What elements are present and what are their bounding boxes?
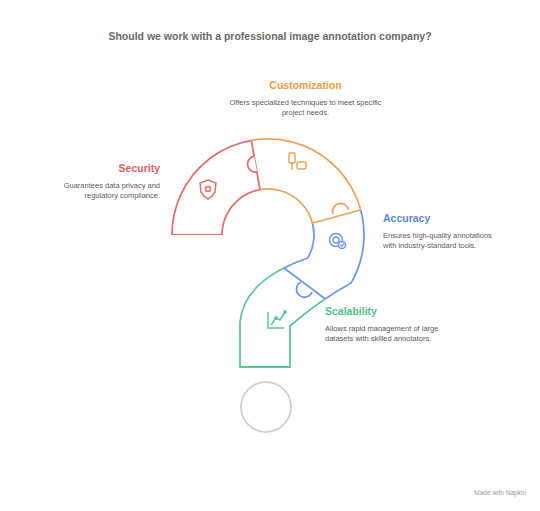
callout-heading: Scalability: [325, 305, 453, 318]
text-callout: ScalabilityAllows rapid management of la…: [325, 305, 453, 343]
text-callout: SecurityGuarantees data privacy and regu…: [34, 162, 160, 200]
text-callout: AccuracyEnsures high-quality annotations…: [383, 212, 501, 250]
piece-joint: [268, 157, 540, 235]
puzzle-tab: [248, 156, 257, 172]
puzzle-tab: [333, 203, 349, 214]
callout-description: Guarantees data privacy and regulatory c…: [34, 181, 160, 200]
diagram-title: Should we work with a professional image…: [0, 30, 540, 42]
question-dot: [241, 382, 291, 432]
callout-description: Offers specialized techniques to meet sp…: [228, 98, 383, 117]
callout-heading: Accuracy: [383, 212, 501, 225]
target-icon: [330, 234, 346, 249]
puzzle-tab: [297, 282, 312, 297]
shield-icon: [200, 180, 216, 199]
callout-description: Ensures high-quality annotations with in…: [383, 231, 501, 250]
watermark: Made with Napkin: [474, 489, 526, 496]
chart-icon: [268, 311, 286, 328]
piece-joint: [276, 262, 340, 310]
brush-icon: [289, 153, 306, 170]
callout-heading: Security: [34, 162, 160, 175]
text-callout: CustomizationOffers specialized techniqu…: [228, 79, 383, 117]
callout-heading: Customization: [228, 79, 383, 92]
callout-description: Allows rapid management of large dataset…: [325, 324, 453, 343]
